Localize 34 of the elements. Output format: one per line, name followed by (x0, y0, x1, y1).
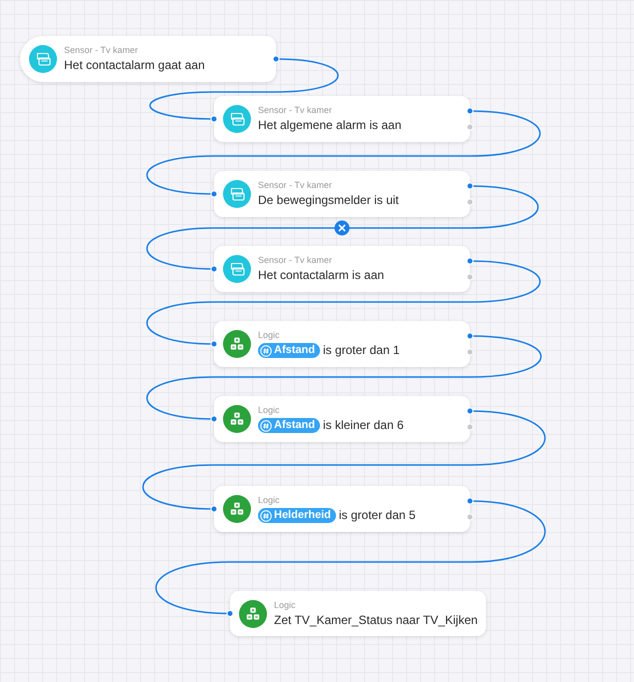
condition-text: is groter dan 5 (338, 508, 416, 523)
condition-text: is kleiner dan 6 (322, 418, 404, 433)
card-text: Het contactalarm is aan (258, 268, 384, 283)
card-text: Het contactalarm gaat aan (64, 58, 205, 73)
card-subtitle: Sensor - Tv kamer (258, 105, 332, 116)
flow-card (214, 396, 470, 442)
variable-name: Afstand (274, 344, 315, 357)
condition-text: is groter dan 1 (322, 343, 400, 358)
connector-line (156, 498, 546, 617)
connector-line (147, 108, 540, 198)
card-subtitle: Logic (258, 405, 280, 416)
card-subtitle: Sensor - Tv kamer (258, 180, 332, 191)
flow-card (20, 36, 276, 82)
variable-name: Afstand (274, 419, 315, 432)
card-subtitle: Logic (274, 600, 296, 610)
card-text: De bewegingsmelder is uit (258, 193, 399, 208)
card-text: Zet TV_Kamer_Status naar TV_Kijken (274, 612, 478, 628)
flow-card (214, 171, 470, 217)
card-subtitle: Sensor - Tv kamer (64, 45, 138, 56)
card-subtitle: Sensor - Tv kamer (258, 255, 332, 266)
connector-line (147, 332, 542, 422)
connector-line (147, 258, 541, 348)
flow-card (214, 486, 470, 532)
flow-card (214, 246, 470, 292)
flow-card (214, 321, 470, 367)
card-subtitle: Logic (258, 495, 280, 506)
card-text: Het algemene alarm is aan (258, 118, 402, 133)
connector-line (142, 408, 546, 512)
variable-name: Helderheid (274, 509, 331, 522)
flow-card (230, 591, 486, 636)
connector-line (150, 56, 338, 122)
card-subtitle: Logic (258, 330, 280, 341)
connector-line (146, 182, 538, 272)
flow-card (214, 96, 470, 142)
